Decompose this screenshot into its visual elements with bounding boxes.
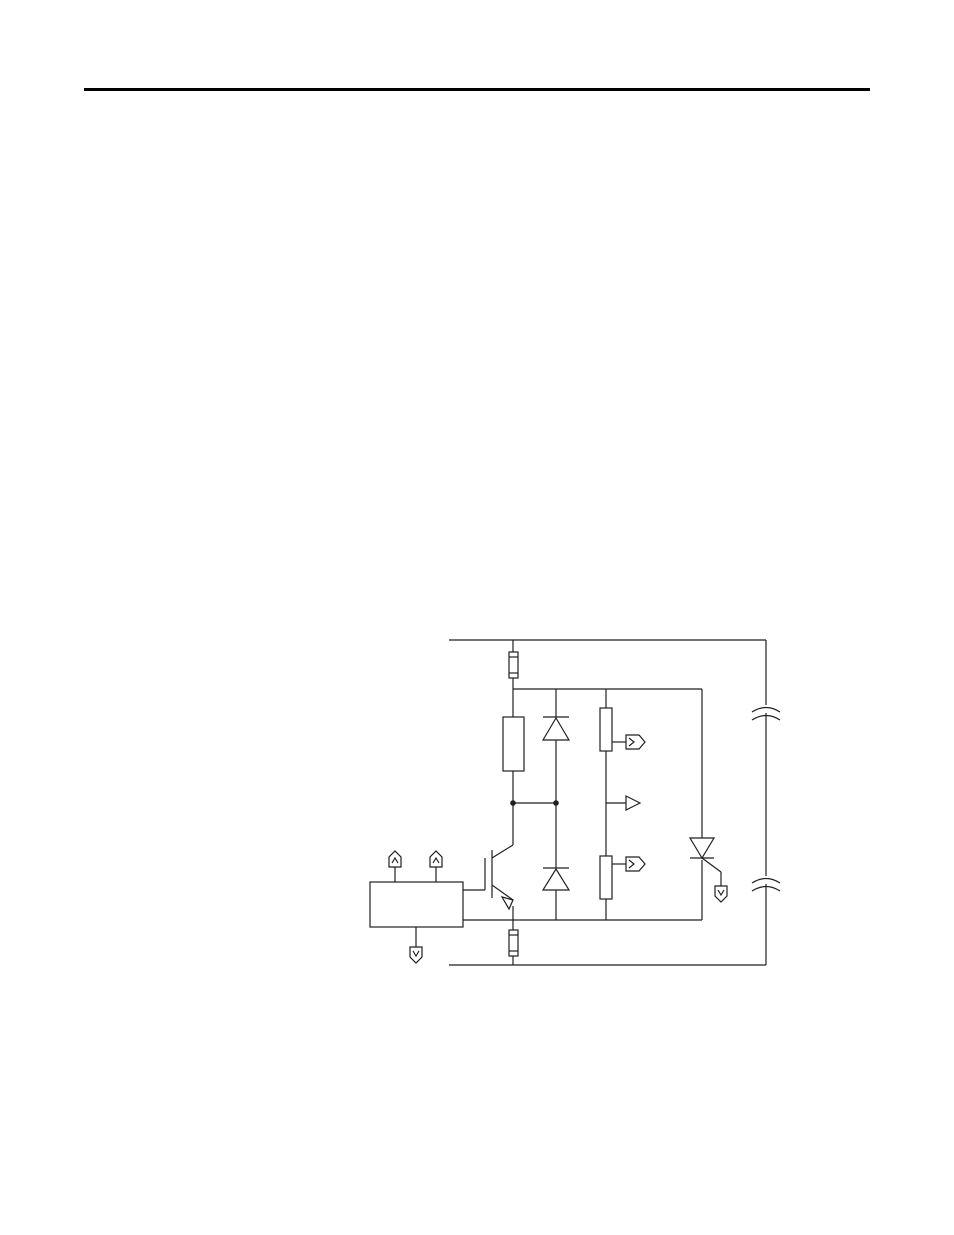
scr-thyristor bbox=[690, 838, 727, 902]
sense-column bbox=[600, 689, 645, 920]
gate-driver-block bbox=[370, 851, 463, 963]
top-fuse bbox=[509, 640, 518, 689]
driver-output-connector bbox=[410, 947, 422, 963]
igbt-transistor bbox=[463, 803, 513, 930]
bottom-fuse bbox=[509, 930, 518, 965]
driver-input-1-connector bbox=[389, 851, 401, 867]
lower-sense-output-arrow bbox=[612, 857, 645, 871]
lower-sense-resistor bbox=[600, 856, 612, 899]
lower-diode bbox=[543, 868, 569, 890]
upper-sense-resistor bbox=[600, 708, 612, 751]
upper-diode bbox=[543, 717, 569, 740]
scr-gate-connector bbox=[715, 886, 727, 902]
midpoint-output-arrow bbox=[606, 796, 640, 810]
midpoint-node bbox=[510, 800, 559, 806]
driver-input-2-connector bbox=[430, 851, 442, 867]
series-resistor bbox=[503, 689, 524, 803]
upper-sense-output-arrow bbox=[612, 735, 645, 749]
